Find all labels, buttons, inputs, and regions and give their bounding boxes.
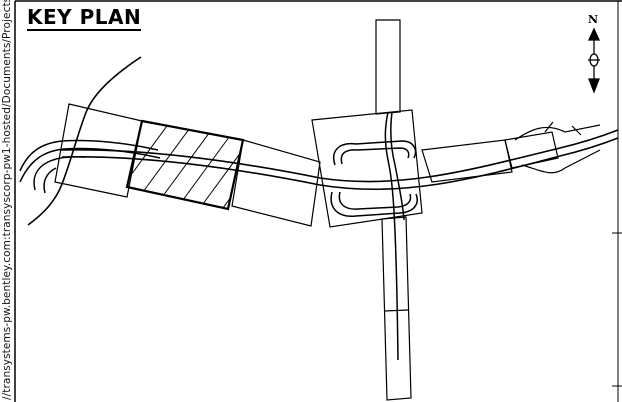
- north-arrow-icon: [587, 27, 601, 94]
- interchange-loops: [330, 111, 418, 361]
- hatched-area: [125, 119, 245, 211]
- interchange-box: [311, 109, 423, 228]
- nw-approach-curve: [27, 56, 142, 226]
- cross-road-south: [381, 216, 412, 401]
- west-box: [54, 103, 143, 198]
- main-alignment: [59, 129, 619, 191]
- north-label: N: [588, 13, 599, 26]
- key-plan-title: KEY PLAN: [27, 5, 142, 31]
- east-link-box: [231, 139, 321, 227]
- east-ramps: [421, 121, 601, 183]
- cross-road-north: [375, 19, 401, 115]
- west-ramps: [19, 139, 161, 194]
